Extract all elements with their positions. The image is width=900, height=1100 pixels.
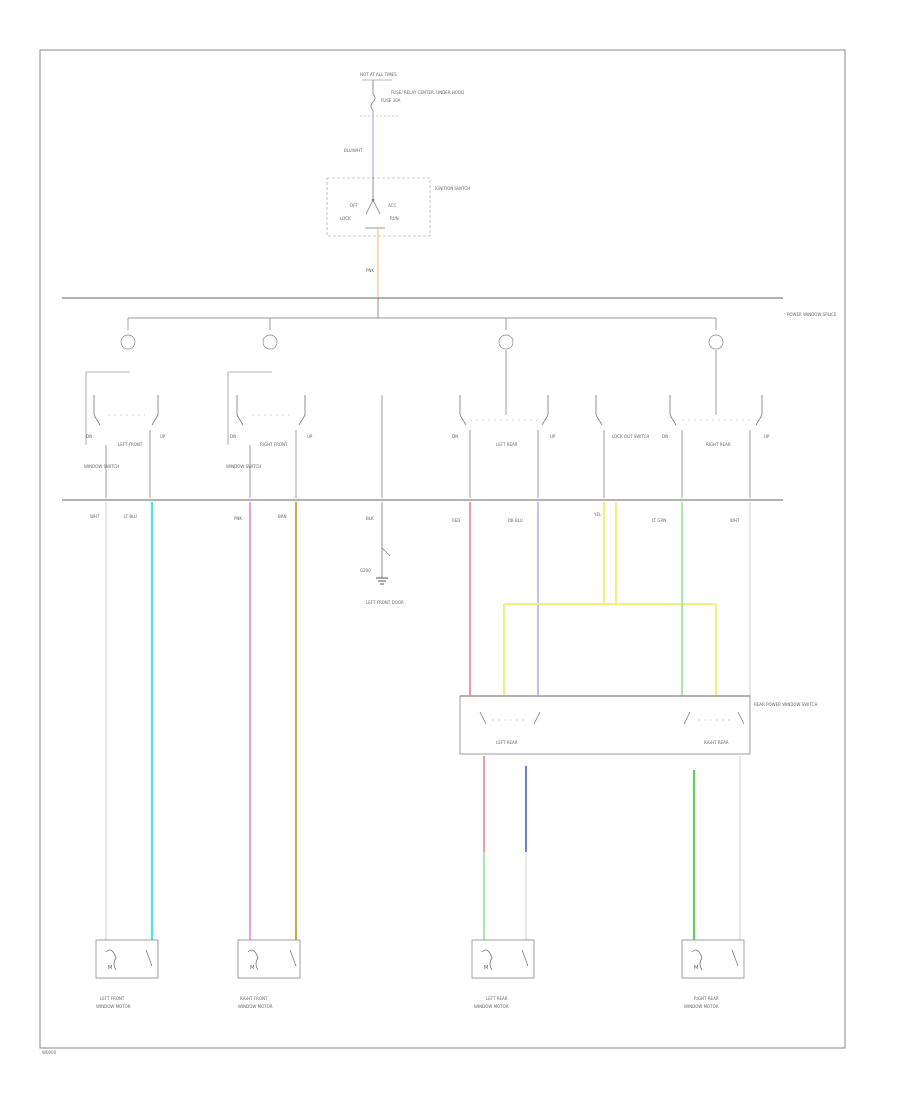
lr-dn: DN [452, 434, 458, 439]
fuse-block-label: FUSE/ RELAY CENTER, UNDER HOOD [391, 90, 464, 95]
lf-up: UP [160, 434, 166, 439]
rf-motor-label: RIGHT FRONT [240, 996, 268, 1001]
rr-motor-m: M [694, 965, 698, 971]
rr-motor-label: RIGHT REAR [694, 996, 719, 1001]
lf-window-switch [85, 371, 159, 498]
ign-pos-1: ACC [388, 203, 396, 208]
lf-switch-sub: WINDOW SWITCH [84, 464, 119, 469]
rear-block-lr-contacts [479, 711, 541, 725]
lf-switch-label: LEFT FRONT [118, 442, 143, 447]
rr-switch-label: RIGHT REAR [706, 442, 731, 447]
rear-block-rr-contacts [683, 711, 745, 725]
ground-desc: LEFT FRONT DOOR [366, 600, 404, 605]
lr-motor-m: M [484, 965, 488, 971]
ground-splice [381, 547, 391, 557]
lf-dn: DN [86, 434, 92, 439]
hot-label: HOT AT ALL TIMES [360, 72, 397, 77]
wire-pnk-label: PNK [366, 268, 374, 273]
wire-label-10: WHT [730, 518, 740, 523]
lr-window-motor [471, 939, 535, 979]
wire-label-5: BLK [366, 516, 374, 521]
ignition-switch-box [326, 177, 431, 237]
rr-up: UP [764, 434, 770, 439]
footer-code: W0000 [42, 1050, 57, 1055]
rf-up: UP [307, 434, 313, 439]
lamp-1 [120, 318, 136, 350]
lr-switch-label: LEFT REAR [496, 442, 518, 447]
lockout-switch [595, 395, 605, 498]
wire-label-4: BRN [278, 514, 287, 519]
rf-motor-sub: WINDOW MOTOR [238, 1004, 273, 1009]
rf-dn: DN [230, 434, 236, 439]
lr-up: UP [550, 434, 556, 439]
rf-switch-label: RIGHT FRONT [260, 442, 288, 447]
diagram-border [39, 49, 846, 1049]
rf-window-switch [227, 371, 306, 498]
rear-block-rr-label: RIGHT REAR [704, 740, 729, 745]
rear-switch-block [459, 695, 751, 755]
lf-window-motor [95, 939, 159, 979]
rear-block-label: REAR POWER WINDOW SWITCH [754, 702, 817, 707]
ign-blade-2 [372, 199, 381, 215]
ign-pos-4: LOCK [340, 216, 351, 221]
rf-window-motor [237, 939, 301, 979]
wire-label-7: DK BLU [508, 518, 523, 523]
rear-block-lr-label: LEFT REAR [496, 740, 518, 745]
wire-label-6: RED [452, 518, 460, 523]
rr-dn: DN [662, 434, 668, 439]
lamp-2 [262, 318, 278, 350]
rf-motor-m: M [250, 965, 254, 971]
wire-label-8: YEL [593, 512, 602, 517]
wire-label-2: LT BLU [124, 514, 137, 519]
fuse-label: FUSE 30A [381, 98, 401, 103]
ignition-label: IGNITION SWITCH [435, 186, 470, 191]
rr-motor-sub: WINDOW MOTOR [684, 1004, 719, 1009]
ign-pos-2: RUN [390, 216, 399, 221]
rr-window-motor [681, 939, 745, 979]
lr-window-switch [459, 350, 549, 498]
splice-label: POWER WINDOW SPLICE [787, 312, 837, 317]
wire-blu-wht-label: BLU/WHT [344, 148, 363, 153]
lockout-label: LOCK OUT SWITCH [612, 434, 649, 439]
ign-pos-0: OFF [350, 203, 358, 208]
ground-icon [376, 577, 388, 585]
lamp-4 [708, 318, 724, 350]
lr-motor-sub: WINDOW MOTOR [474, 1004, 509, 1009]
wire-label-9: LT GRN [652, 518, 666, 523]
lf-motor-m: M [108, 965, 112, 971]
rr-window-switch [669, 350, 763, 498]
lr-motor-label: LEFT REAR [486, 996, 508, 1001]
lockout-yel-network [503, 502, 717, 696]
wire-label-1: WHT [90, 514, 100, 519]
ign-blade [365, 199, 374, 215]
ground-tag: G200 [360, 568, 371, 573]
wire-label-3: PNK [234, 516, 242, 521]
fuse-symbol [370, 93, 376, 111]
lf-motor-sub: WINDOW MOTOR [96, 1004, 131, 1009]
lamp-3 [498, 318, 514, 350]
lf-motor-label: LEFT FRONT [100, 996, 125, 1001]
rf-switch-sub: WINDOW SWITCH [226, 464, 261, 469]
